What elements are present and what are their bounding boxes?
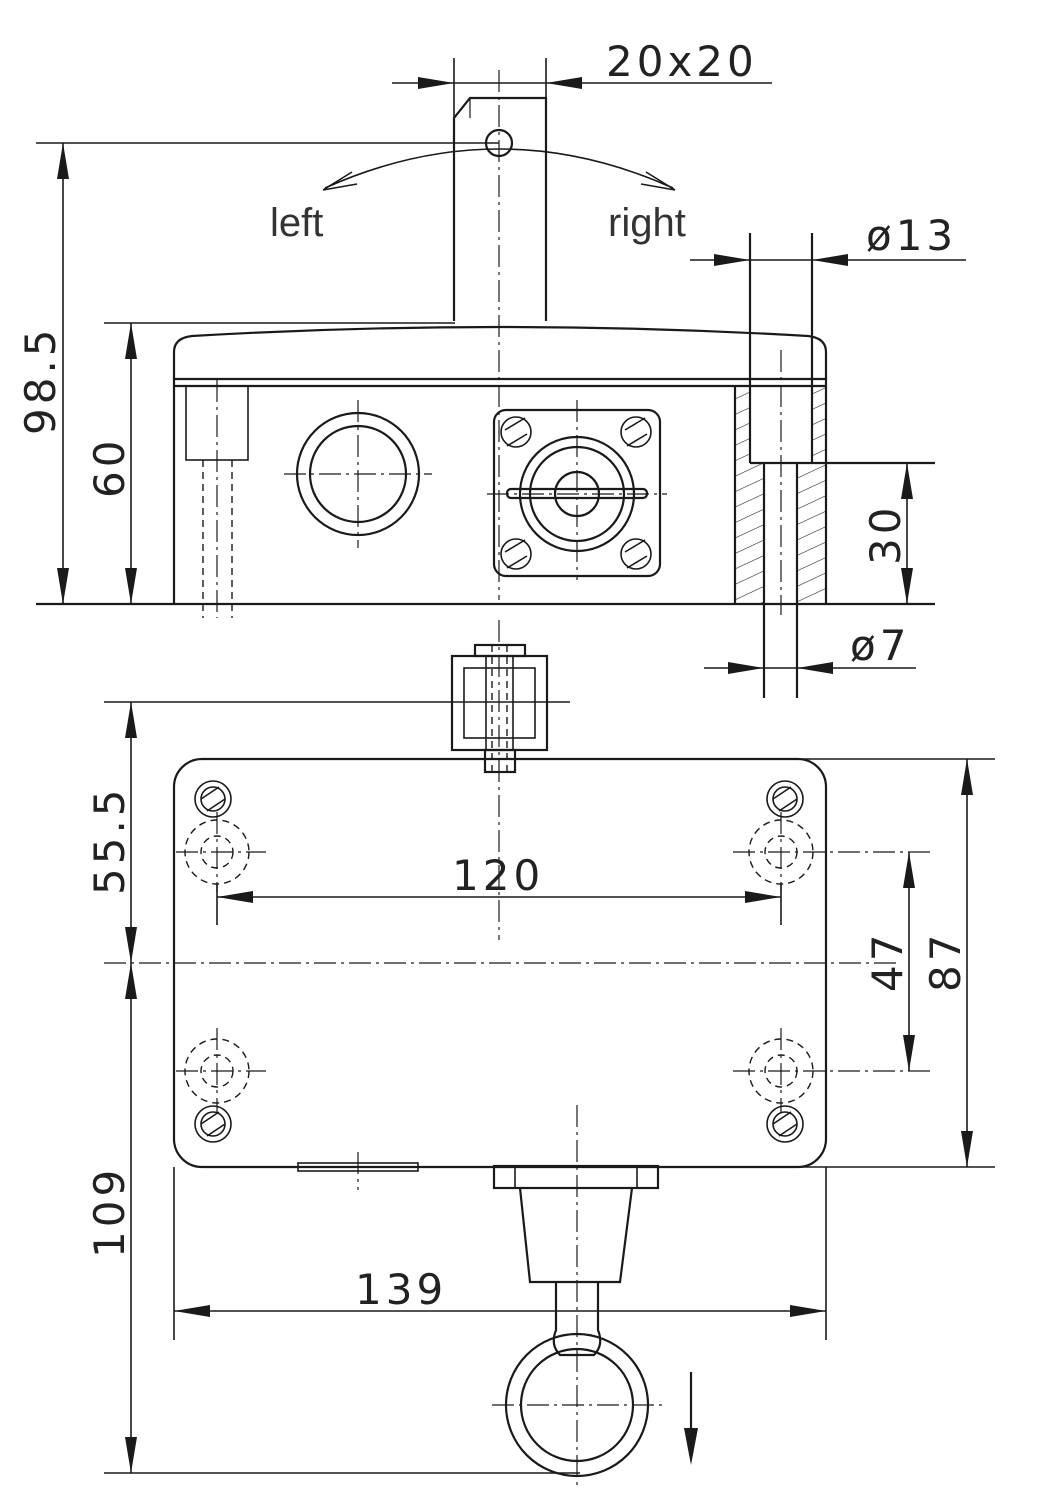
pull-handle xyxy=(492,1105,662,1490)
dim-lever-length: 109 xyxy=(85,1166,134,1258)
dim-hole-spacing-horizontal: 120 xyxy=(452,851,544,900)
housing-front-outline xyxy=(172,325,828,604)
label-left: left xyxy=(270,201,323,245)
label-right: right xyxy=(608,201,686,245)
dim-shaft-size: 20x20 xyxy=(606,37,758,86)
dim-housing-width: 139 xyxy=(355,1265,447,1314)
screw-icon xyxy=(500,416,652,570)
dimensions-front: 20x20 left right ø13 98.5 60 30 ø7 xyxy=(16,37,966,674)
left-mount-hole xyxy=(185,380,249,618)
dim-bore-small: ø7 xyxy=(850,621,910,670)
top-view xyxy=(104,620,935,1490)
dim-shaft-offset: 55.5 xyxy=(85,785,134,895)
round-button-left xyxy=(284,400,432,548)
rotation-arc xyxy=(322,148,676,191)
screw-icon xyxy=(194,780,804,1143)
dim-total-height: 98.5 xyxy=(16,325,65,435)
dim-bore-large: ø13 xyxy=(866,211,957,260)
shaft-coupling xyxy=(450,620,549,940)
mounting-holes xyxy=(176,812,935,1112)
dimensions-plan: 55.5 109 120 47 87 139 xyxy=(85,701,995,1474)
dim-hole-spacing-vertical: 47 xyxy=(863,931,912,992)
right-section-cut xyxy=(733,233,935,698)
dim-counterbore-depth: 30 xyxy=(861,504,910,565)
key-switch xyxy=(487,400,667,580)
arrow-down-icon xyxy=(684,1372,698,1465)
dim-housing-depth: 87 xyxy=(921,931,970,992)
front-view xyxy=(36,70,935,698)
dim-housing-height: 60 xyxy=(85,437,134,498)
